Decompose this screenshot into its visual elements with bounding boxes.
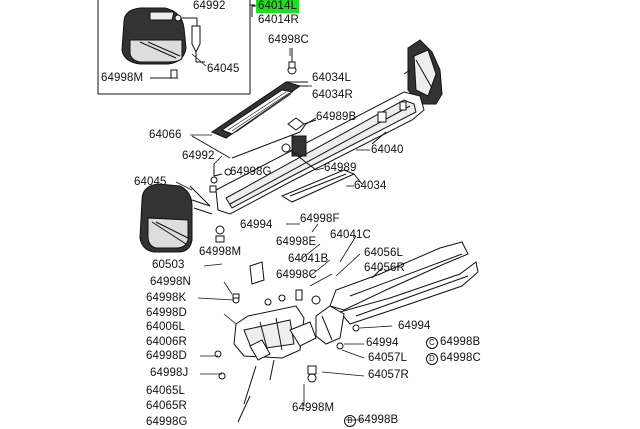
callout-64006R: 64006R <box>146 336 187 348</box>
callout-64998C-top: 64998C <box>268 34 309 46</box>
callout-64045-top: 64045 <box>207 63 240 75</box>
callout-64998K: 64998K <box>146 292 187 304</box>
callout-64998C-mid: 64998C <box>276 269 317 281</box>
callout-64057L: 64057L <box>368 352 407 364</box>
callout-64014R: 64014R <box>258 14 299 26</box>
callout-64065L: 64065L <box>146 385 185 397</box>
callout-64056L: 64056L <box>364 247 403 259</box>
callout-64014L-highlighted: 64014L <box>256 0 299 13</box>
fastener-64998C-top <box>287 48 297 75</box>
end-cap-64040 <box>403 39 443 105</box>
callout-64998M-bottom: 64998M <box>292 402 335 414</box>
callout-64994-b: 64994 <box>398 320 431 332</box>
callout-64998F: 64998F <box>300 213 340 225</box>
callout-64992-mid: 64992 <box>182 150 215 162</box>
note-circle-b: B <box>344 415 356 427</box>
leader-lines <box>164 48 393 421</box>
fasteners-assembly <box>214 289 360 383</box>
callout-64994-a: 64994 <box>240 219 273 231</box>
fastener-64998M-mid <box>215 225 225 243</box>
wire-64066 <box>191 123 307 159</box>
callout-64041C: 64041C <box>330 229 371 241</box>
callout-64998D-bottom: 64998D <box>146 350 187 362</box>
callout-64034: 64034 <box>354 180 387 192</box>
frame-rails <box>329 241 479 325</box>
inset-end-cap-part <box>121 7 205 79</box>
callout-64998M-mid: 64998M <box>199 246 242 258</box>
callout-64998J: 64998J <box>150 367 189 379</box>
clip-64989 <box>281 143 317 171</box>
callout-64057R: 64057R <box>368 369 409 381</box>
callout-64998E: 64998E <box>276 236 317 248</box>
callout-64998G: 64998G <box>230 166 272 178</box>
callout-64041B: 64041B <box>288 253 329 265</box>
bumper-bar-64040 <box>215 91 425 215</box>
callout-64998M-top: 64998M <box>101 72 144 84</box>
callout-64066: 64066 <box>149 129 182 141</box>
callout-64040: 64040 <box>371 144 404 156</box>
step-strip-64034 <box>280 169 363 203</box>
callout-64998G-bottom: 64998G <box>146 416 188 428</box>
callout-64034L: 64034L <box>312 72 351 84</box>
callout-64065R: 64065R <box>146 400 187 412</box>
bracket-assembly <box>233 261 345 423</box>
callout-64034R: 64034R <box>312 89 353 101</box>
callout-64989: 64989 <box>324 162 357 174</box>
end-cap-64045 <box>139 183 213 253</box>
note-circle-d: D <box>426 353 438 365</box>
callout-64998D: 64998D <box>146 307 187 319</box>
callout-64045-mid: 64045 <box>134 176 167 188</box>
callout-64056R: 64056R <box>364 262 405 274</box>
inset-box <box>97 0 255 95</box>
callout-60503: 60503 <box>152 259 185 271</box>
step-plate-64034 <box>210 81 308 139</box>
note-circle-c: C <box>426 337 438 349</box>
screws-64998G <box>209 164 232 193</box>
callout-64992-top: 64992 <box>193 0 226 12</box>
callout-64998N: 64998N <box>150 276 191 288</box>
callout-64006L: 64006L <box>146 321 185 333</box>
callout-64989B: 64989B <box>316 111 357 123</box>
callout-64994-c: 64994 <box>366 337 399 349</box>
clip-64989B <box>287 117 317 131</box>
